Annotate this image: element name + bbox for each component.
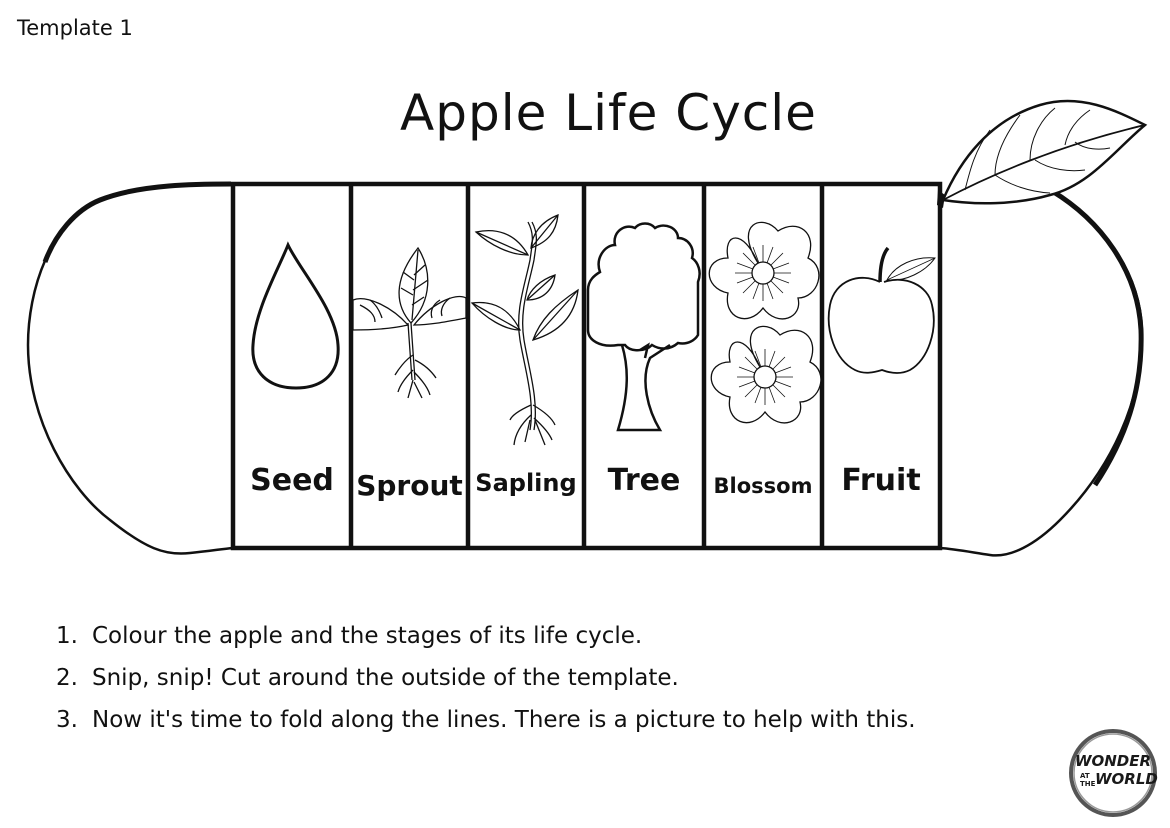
instruction-text: Colour the apple and the stages of its l… — [92, 623, 643, 649]
stage-label-sapling: Sapling — [475, 469, 577, 497]
sapling-icon — [470, 214, 579, 446]
instruction-text: Now it's time to fold along the lines. T… — [92, 707, 916, 733]
logo-ring-icon — [1069, 729, 1157, 817]
apple-fruit-icon — [827, 246, 936, 374]
seed-icon — [251, 241, 340, 390]
stage-label-tree: Tree — [607, 463, 681, 498]
logo-line-world: WORLD — [1095, 770, 1158, 788]
instruction-item: 1. Colour the apple and the stages of its… — [56, 618, 916, 660]
instruction-item: 2. Snip, snip! Cut around the outside of … — [56, 660, 916, 702]
stage-label-seed: Seed — [250, 463, 334, 498]
page-title: Apple Life Cycle — [400, 83, 817, 142]
logo-at-the: AT THE — [1080, 772, 1095, 788]
wonder-at-the-world-logo: WONDER AT THE WORLD — [1067, 727, 1159, 819]
stage-label-blossom: Blossom — [713, 474, 813, 498]
logo-line-wonder: WONDER — [1074, 752, 1152, 770]
apple-leaf-icon — [937, 99, 1148, 208]
stage-panels-frame — [230, 181, 943, 551]
logo-at: AT — [1080, 772, 1090, 780]
instruction-number: 2. — [56, 665, 78, 691]
blossom-icon — [708, 221, 822, 424]
instructions-list: 1. Colour the apple and the stages of its… — [56, 618, 916, 744]
instruction-item: 3. Now it's time to fold along the lines.… — [56, 702, 916, 744]
tree-icon — [586, 222, 701, 432]
apple-left-outline — [26, 181, 234, 555]
apple-right-outline — [939, 188, 1144, 557]
logo-the: THE — [1080, 780, 1096, 788]
instruction-text: Snip, snip! Cut around the outside of th… — [92, 665, 679, 691]
instruction-number: 3. — [56, 707, 78, 733]
stage-label-fruit: Fruit — [841, 463, 921, 498]
sprout-icon — [352, 246, 467, 399]
stage-label-sprout: Sprout — [356, 469, 463, 502]
instruction-number: 1. — [56, 623, 78, 649]
template-label: Template 1 — [17, 16, 133, 40]
